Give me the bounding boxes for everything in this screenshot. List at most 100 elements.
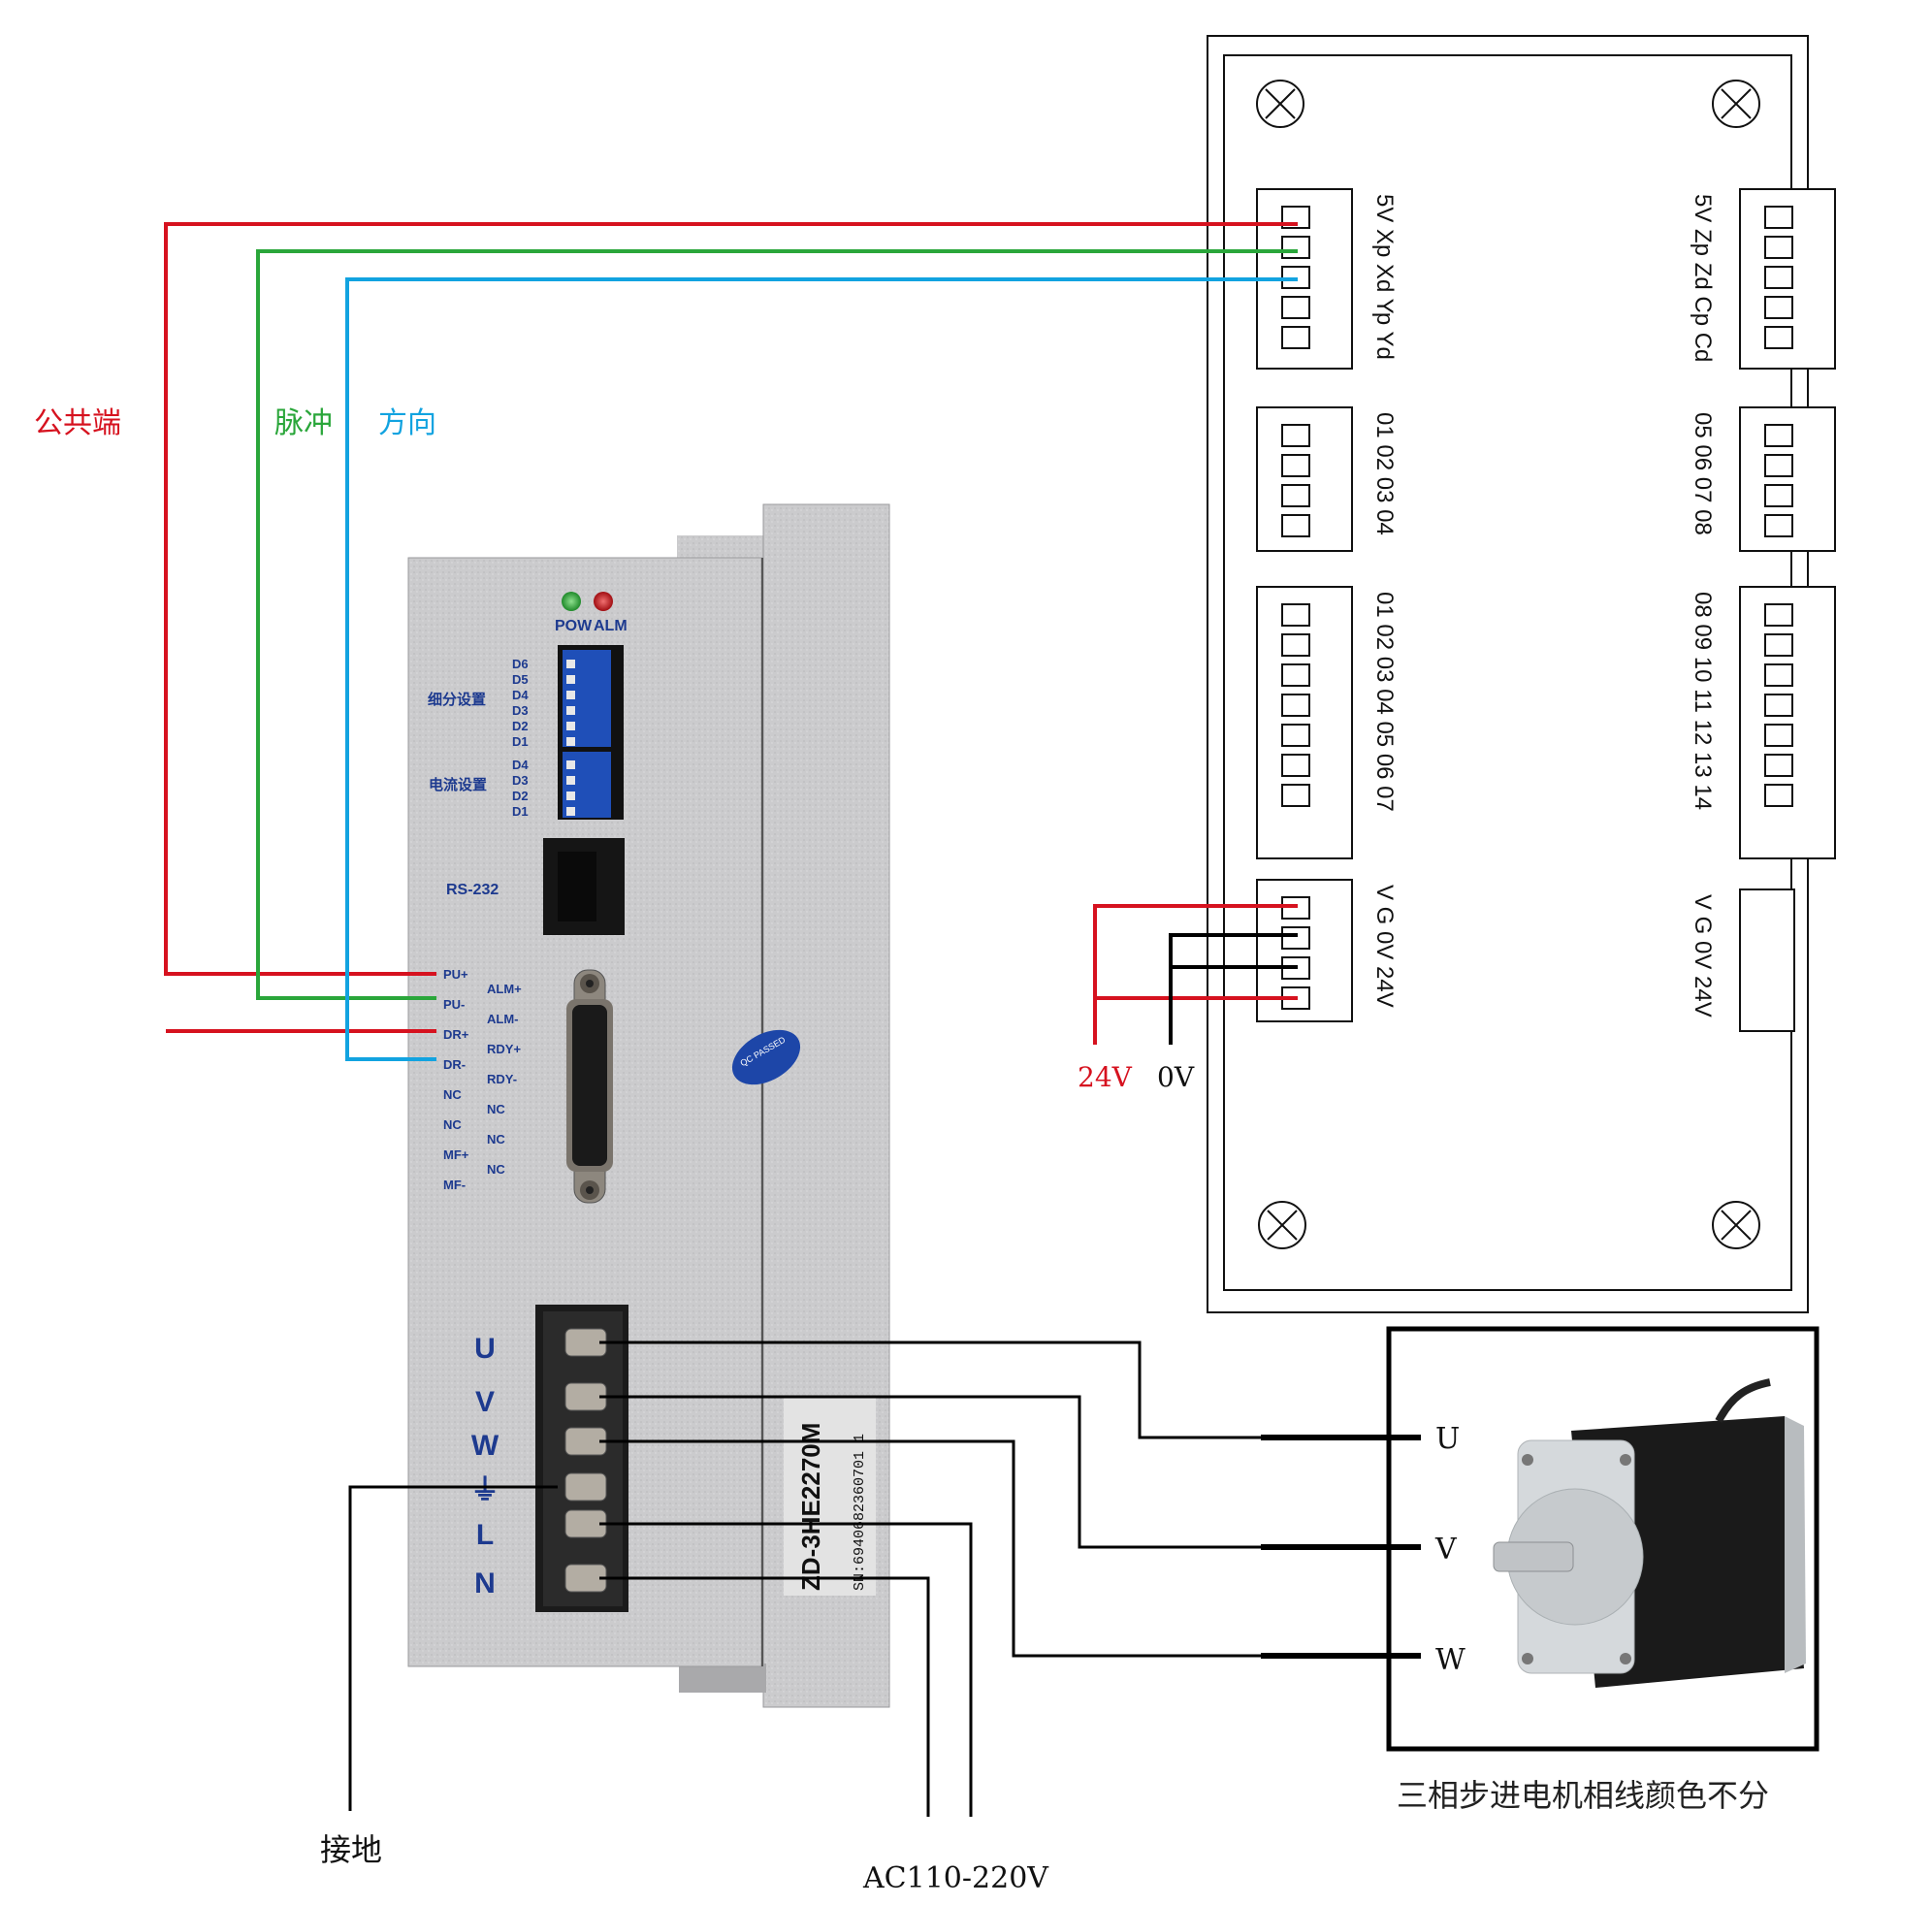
terminal-pin[interactable] <box>1764 326 1793 349</box>
dip-label-d2: D2 <box>512 719 529 733</box>
terminal-pin[interactable] <box>1764 296 1793 319</box>
wire-phase-u <box>599 1341 1261 1439</box>
dip-label-c3: D3 <box>512 773 529 788</box>
terminal-pin[interactable] <box>1764 236 1793 259</box>
terminal-block-right-4 <box>1739 888 1795 1032</box>
screw-pe[interactable] <box>564 1472 607 1502</box>
terminal-pin[interactable] <box>1281 663 1310 687</box>
terminal-pin[interactable] <box>1764 514 1793 537</box>
terminal-pin[interactable] <box>1281 454 1310 477</box>
motor-phase-v: V <box>1434 1533 1458 1567</box>
terminal-pin[interactable] <box>1764 484 1793 507</box>
terminal-pin[interactable] <box>1764 603 1793 627</box>
pin-label-mf-minus: MF- <box>443 1178 466 1192</box>
driver-bottom-tab <box>679 1664 766 1693</box>
terminal-pin[interactable] <box>1764 633 1793 657</box>
pin-label-pu-plus: PU+ <box>443 967 468 982</box>
terminal-pin[interactable] <box>1764 694 1793 717</box>
terminal-pin[interactable] <box>1281 326 1310 349</box>
wire-line-l <box>599 1522 973 1817</box>
pin-label-nc-1: NC <box>443 1087 462 1102</box>
motor-phase-u: U <box>1435 1422 1460 1456</box>
pin-label-alm-plus: ALM+ <box>487 982 522 996</box>
terminal-block-label: V G 0V 24V <box>1371 885 1398 1008</box>
motor-phase-w: W <box>1435 1643 1465 1677</box>
signal-wires <box>164 222 1298 1061</box>
terminal-pin[interactable] <box>1281 724 1310 747</box>
terminal-block-label: 08 09 10 11 12 13 14 <box>1690 592 1716 810</box>
terminal-block-label: 01 02 03 04 <box>1371 412 1398 535</box>
terminal-pin[interactable] <box>1281 633 1310 657</box>
terminal-pin[interactable] <box>1281 926 1310 950</box>
terminal-block-label: 05 06 07 08 <box>1690 412 1716 535</box>
driver-top-tab <box>677 535 766 559</box>
terminal-pin[interactable] <box>1764 663 1793 687</box>
terminal-block-left-3 <box>1256 586 1353 859</box>
terminal-label-l: L <box>476 1519 494 1551</box>
terminal-pin[interactable] <box>1764 206 1793 229</box>
terminal-block-label: 5V Zp Zd Cp Cd <box>1690 194 1716 362</box>
terminal-block-label: V G 0V 24V <box>1690 894 1716 1018</box>
label-ground: 接地 <box>320 1831 382 1868</box>
pin-label-rdy-minus: RDY- <box>487 1072 517 1086</box>
terminal-pin[interactable] <box>1281 514 1310 537</box>
dip-label-d3: D3 <box>512 703 529 718</box>
db15-connector[interactable] <box>566 969 613 1204</box>
terminal-label-ground: ⏚ <box>470 1474 499 1506</box>
pow-label: POW <box>555 618 593 634</box>
terminal-pin[interactable] <box>1764 454 1793 477</box>
pin-label-dr-minus: DR- <box>443 1057 466 1072</box>
supply-wires <box>1093 904 1298 1045</box>
motor-frame <box>1386 1326 1819 1752</box>
label-24v: 24V <box>1078 1061 1133 1093</box>
terminal-block-label: 5V Xp Xd Yp Yd <box>1371 194 1398 360</box>
wire-ground <box>348 1485 558 1811</box>
current-setting-label: 电流设置 <box>429 776 487 793</box>
power-terminal-block <box>535 1305 628 1612</box>
dip-label-c1: D1 <box>512 804 529 819</box>
dip-label-c4: D4 <box>512 758 529 772</box>
pin-label-nc-2: NC <box>443 1117 462 1132</box>
mount-screw-icon <box>1256 80 1760 1249</box>
terminal-pin[interactable] <box>1281 296 1310 319</box>
model-number: ZD-3HE2270M <box>796 1423 825 1591</box>
terminal-pin[interactable] <box>1764 724 1793 747</box>
wire-neutral-n <box>599 1576 930 1817</box>
dip-label-d5: D5 <box>512 672 529 687</box>
terminal-pin[interactable] <box>1281 603 1310 627</box>
dip-label-c2: D2 <box>512 789 529 803</box>
terminal-pin[interactable] <box>1281 784 1310 807</box>
dip-label-d1: D1 <box>512 734 529 749</box>
controller-terminal-blocks: 5V Xp Xd Yp Yd 01 02 03 04 01 02 03 04 05 … <box>1256 188 1836 1032</box>
serial-number: SN:6940682360701 1 <box>852 1434 868 1591</box>
label-pulse: 脉冲 <box>274 406 333 440</box>
terminal-pin[interactable] <box>1281 236 1310 259</box>
pin-label-mf-plus: MF+ <box>443 1147 469 1162</box>
wire-phase-v <box>599 1395 1261 1549</box>
terminal-block-right-3 <box>1739 586 1836 859</box>
terminal-block-label: 01 02 03 04 05 06 07 <box>1371 592 1398 812</box>
terminal-pin[interactable] <box>1764 424 1793 447</box>
terminal-pin[interactable] <box>1281 754 1310 777</box>
label-0v: 0V <box>1157 1061 1195 1093</box>
terminal-pin[interactable] <box>1281 484 1310 507</box>
pin-label-rdy-plus: RDY+ <box>487 1042 521 1056</box>
pin-label-nc-4: NC <box>487 1132 505 1147</box>
label-direction: 方向 <box>378 406 436 440</box>
pow-led <box>562 592 581 611</box>
terminal-label-u: U <box>474 1333 496 1365</box>
power-wires <box>348 1341 1421 1817</box>
terminal-label-v: V <box>475 1386 495 1418</box>
label-common: 公共端 <box>34 406 121 440</box>
terminal-pin[interactable] <box>1281 694 1310 717</box>
motor-caption: 三相步进电机相线颜色不分 <box>1397 1777 1769 1814</box>
wire-0v-g <box>1169 933 1298 1045</box>
wire-phase-w <box>599 1439 1261 1658</box>
terminal-pin[interactable] <box>1764 784 1793 807</box>
alm-label: ALM <box>594 618 628 634</box>
terminal-pin[interactable] <box>1764 754 1793 777</box>
terminal-pin[interactable] <box>1281 424 1310 447</box>
terminal-pin[interactable] <box>1764 266 1793 289</box>
pin-label-alm-minus: ALM- <box>487 1012 519 1026</box>
